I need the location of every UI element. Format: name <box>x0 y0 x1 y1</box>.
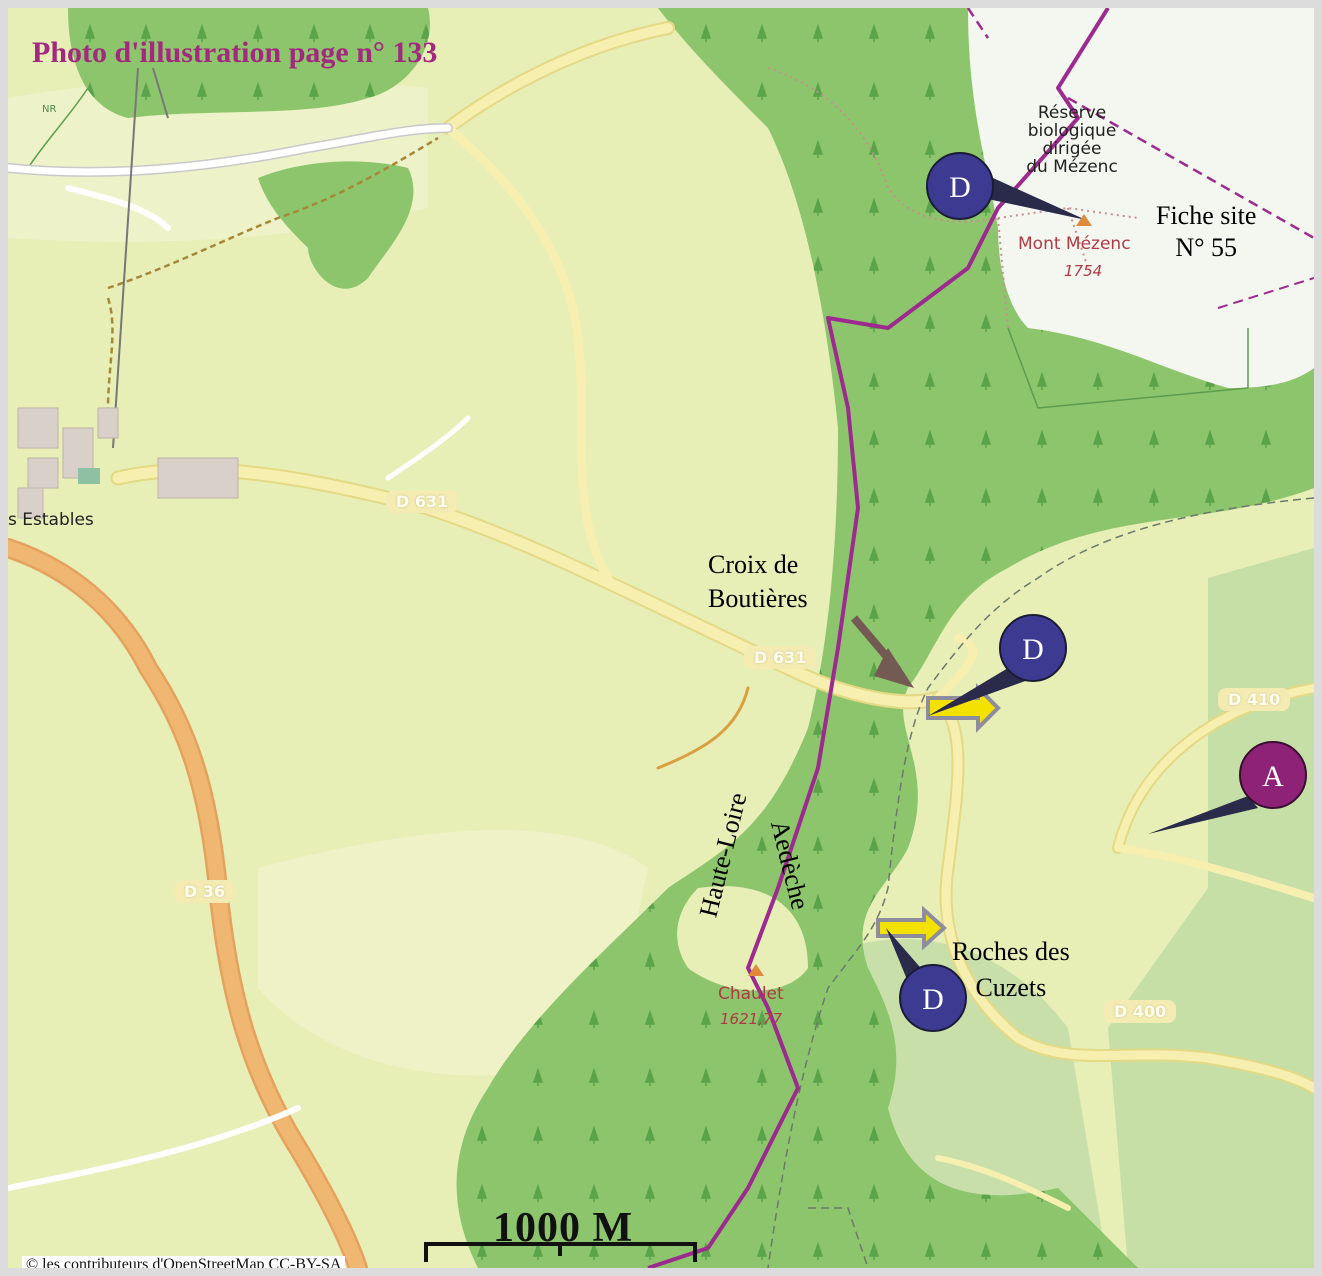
peak-icon <box>748 964 764 976</box>
reserve-line: biologique <box>1027 121 1117 141</box>
roches-line: Roches des <box>952 937 1070 966</box>
map-frame: D D D A Photo d'illustration page n° 133… <box>8 8 1314 1268</box>
marker-letter: A <box>1262 760 1284 793</box>
village-pool <box>78 468 100 484</box>
reserve-label: Réserve biologique dirigée du Mézenc <box>1012 104 1132 176</box>
croix-line: Croix de <box>708 550 799 579</box>
road-label-d36: D 36 <box>174 880 236 903</box>
map-title: Photo d'illustration page n° 133 <box>32 36 438 69</box>
fiche-site-line: Fiche site <box>1156 201 1257 230</box>
marker-d-mezenc[interactable]: D <box>926 152 1086 220</box>
reserve-area <box>968 8 1314 388</box>
marker-d-roches[interactable]: D <box>886 928 967 1032</box>
direction-arrow-2[interactable] <box>876 905 947 951</box>
reserve-line: du Mézenc <box>1026 157 1118 177</box>
fiche-site-line: N° 55 <box>1175 233 1238 262</box>
map-canvas[interactable]: D D D A <box>8 8 1314 1268</box>
marker-letter: D <box>1022 633 1044 666</box>
marker-letter: D <box>949 171 971 204</box>
park-outline <box>27 87 89 169</box>
roches-line: Cuzets <box>975 973 1047 1002</box>
marker-a[interactable]: A <box>1148 741 1307 834</box>
reserve-line: dirigée <box>1042 139 1102 159</box>
peak-name-mezenc: Mont Mézenc <box>1018 234 1131 254</box>
croix-line: Boutières <box>708 584 808 613</box>
fiche-site-label: Fiche site N° 55 <box>1156 200 1256 264</box>
attribution-text: © les contributeurs d'OpenStreetMap CC-B… <box>22 1256 346 1268</box>
road-label-d400: D 400 <box>1104 1000 1177 1023</box>
chaulet-clearing <box>677 886 808 991</box>
reserve-line: Réserve <box>1037 103 1107 123</box>
reserve-outline <box>1007 327 1249 409</box>
village-buildings <box>17 407 239 519</box>
pointer-arrow <box>850 615 914 688</box>
peak-elevation-mezenc: 1754 <box>1064 262 1103 280</box>
road-label-d631: D 631 <box>386 490 459 513</box>
road-label-d631: D 631 <box>744 646 817 669</box>
field-area <box>1108 548 1314 1268</box>
marker-letter: D <box>922 983 944 1016</box>
road-label-d410: D 410 <box>1218 688 1291 711</box>
marker-d-croix[interactable]: D <box>928 614 1067 716</box>
croix-label: Croix de Boutières <box>708 548 808 616</box>
peak-icon <box>1076 214 1092 226</box>
scale-bar <box>424 1242 697 1262</box>
peak-name-chaulet: Chaulet <box>718 984 784 1004</box>
village-name: s Estables <box>8 510 94 530</box>
peak-elevation-chaulet: 1621,77 <box>720 1010 783 1028</box>
nr-tag: NR <box>42 104 57 115</box>
roches-label: Roches des Cuzets <box>952 934 1070 1006</box>
power-line <box>112 67 169 449</box>
scale-bar-label: 1000 M <box>493 1205 634 1251</box>
trails <box>106 67 1314 1268</box>
